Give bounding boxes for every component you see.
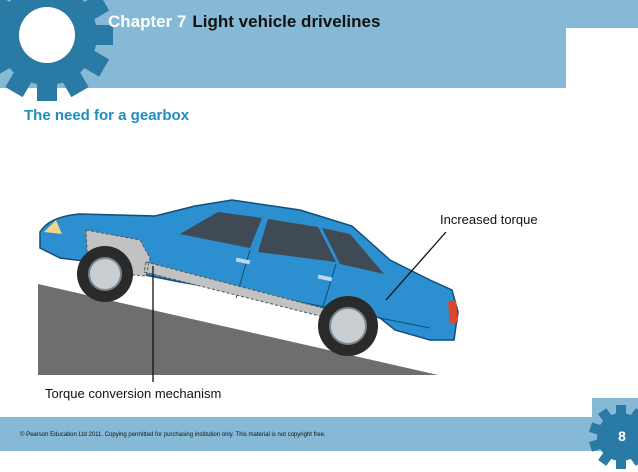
door-handle bbox=[235, 257, 251, 265]
leader-line-increased-torque bbox=[385, 231, 447, 301]
footer-band bbox=[0, 417, 592, 451]
label-torque-conversion-mechanism: Torque conversion mechanism bbox=[45, 386, 222, 401]
copyright-notice: © Pearson Education Ltd 2011. Copying pe… bbox=[20, 432, 326, 438]
car-window bbox=[258, 219, 336, 262]
tail-light bbox=[448, 300, 458, 324]
rear-wheel bbox=[318, 296, 378, 356]
gear-icon bbox=[0, 0, 113, 101]
car-door-line bbox=[321, 263, 337, 311]
page-number: 8 bbox=[618, 428, 626, 444]
chapter-title: Light vehicle drivelines bbox=[192, 12, 381, 31]
slide-title: The need for a gearbox bbox=[24, 107, 190, 124]
chapter-number: Chapter 7 bbox=[108, 12, 187, 31]
front-wheel bbox=[77, 246, 133, 302]
label-increased-torque: Increased torque bbox=[440, 212, 538, 227]
headlight bbox=[44, 220, 62, 234]
car-window bbox=[322, 228, 384, 274]
door-handle bbox=[317, 274, 333, 282]
car-on-incline-illustration bbox=[38, 199, 459, 382]
chapter-heading: Chapter 7 Light vehicle drivelines bbox=[108, 12, 380, 32]
header-band-extension bbox=[566, 0, 638, 28]
car-window bbox=[180, 212, 262, 248]
